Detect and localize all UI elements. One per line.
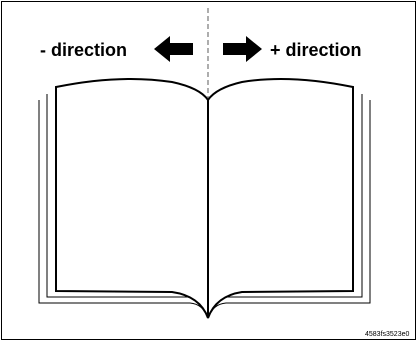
minus-direction-label: - direction [40,40,127,60]
book-right-page [208,79,353,318]
right-arrow-icon [223,36,262,62]
plus-direction-label: + direction [270,40,362,60]
book-left-page [56,79,208,318]
figure-code: 4583fs3523e0 [365,331,409,338]
left-arrow-icon [154,36,193,62]
